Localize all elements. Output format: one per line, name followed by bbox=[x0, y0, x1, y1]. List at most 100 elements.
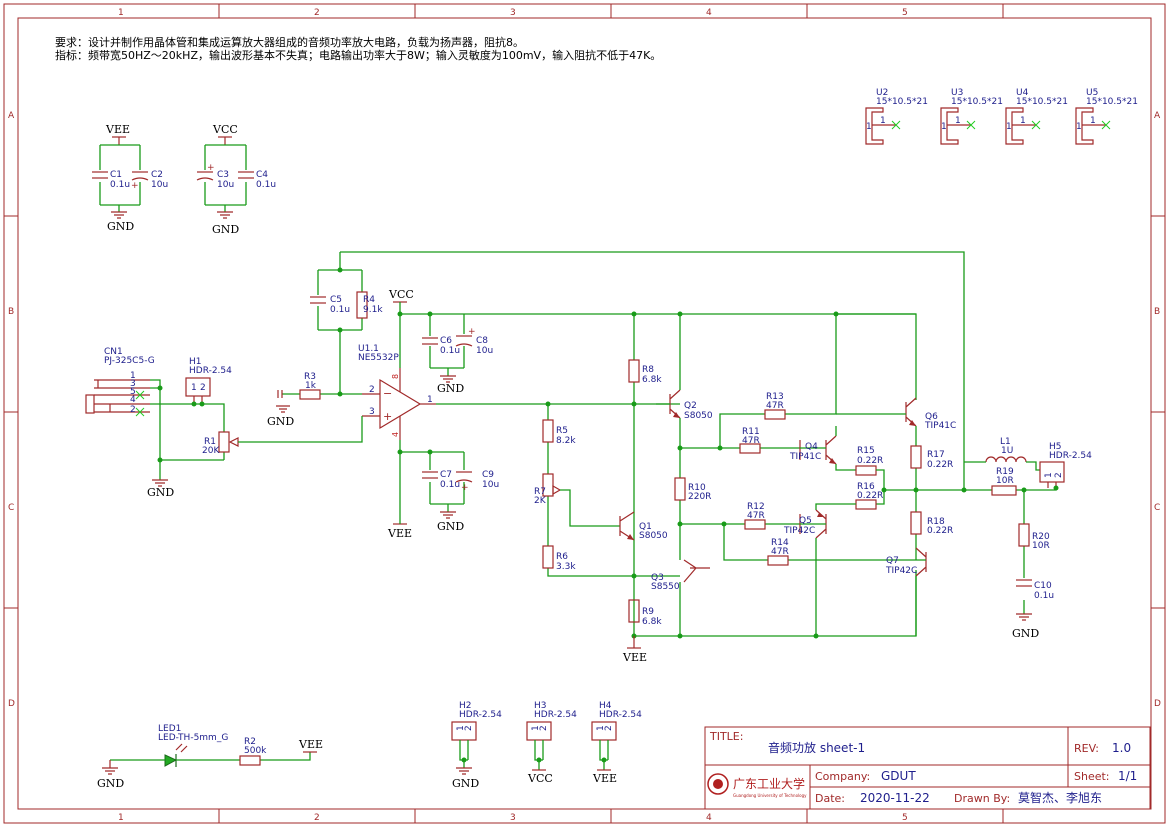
vee-net-label: VEE bbox=[105, 123, 130, 136]
svg-text:+: + bbox=[468, 327, 476, 337]
c1-value: 0.1u bbox=[110, 180, 130, 190]
svg-text:1: 1 bbox=[1006, 122, 1012, 132]
r17-ref: R17 bbox=[927, 450, 945, 460]
r5-ref: R5 bbox=[556, 426, 568, 436]
heatsink-u3: U3 15*10.5*21 11 bbox=[941, 88, 1003, 144]
r15-value: 0.22R bbox=[857, 456, 883, 466]
r13-value: 47R bbox=[766, 401, 784, 411]
r15-ref: R15 bbox=[857, 446, 875, 456]
title-block: TITLE: 音频功放 sheet-1 REV: 1.0 Company: GD… bbox=[705, 727, 1150, 809]
c8-value: 10u bbox=[476, 346, 493, 356]
r10-value: 220R bbox=[688, 492, 711, 502]
heatsink-u2: U2 15*10.5*21 11 bbox=[866, 88, 928, 144]
c7-ref: C7 bbox=[440, 470, 452, 480]
university-logo: 广东工业大学 Guangdong University of Technolog… bbox=[708, 774, 807, 798]
zone-row-d-right: D bbox=[1154, 699, 1161, 709]
heatsink-group: U2 15*10.5*21 11 U3 15*10.5*21 11 U4 15*… bbox=[866, 88, 1138, 144]
c4-ref: C4 bbox=[256, 170, 268, 180]
requirement-text: 要求：设计并制作用晶体管和集成运算放大器组成的音频功率放大电路，负载为扬声器，阻… bbox=[55, 35, 524, 49]
u1-plus-symbol: + bbox=[383, 410, 392, 423]
zone-col-2: 2 bbox=[314, 8, 320, 18]
h2-value: HDR-2.54 bbox=[459, 710, 502, 720]
gnd-net-label-5: GND bbox=[147, 486, 174, 499]
c2-value: 10u bbox=[151, 180, 168, 190]
led1-value: LED-TH-5mm_G bbox=[158, 733, 228, 743]
sheet-label: Sheet: bbox=[1074, 770, 1110, 783]
vcc-net-label-u1: VCC bbox=[388, 288, 414, 301]
zone-row-c-right: C bbox=[1154, 503, 1160, 513]
r16-value: 0.22R bbox=[857, 491, 883, 501]
gnd-net-label-2: GND bbox=[212, 223, 239, 236]
r5-value: 8.2k bbox=[556, 436, 576, 446]
output-stage: R11 47R R13 47R Q4 TIP41C Q6 TIP41C R17 … bbox=[678, 312, 967, 637]
zone-col-5-bottom: 5 bbox=[902, 813, 908, 823]
u2-value: 15*10.5*21 bbox=[876, 97, 928, 107]
svg-text:1: 1 bbox=[941, 122, 947, 132]
zone-row-d: D bbox=[8, 699, 15, 709]
zone-row-c: C bbox=[8, 503, 14, 513]
zone-col-3: 3 bbox=[510, 8, 516, 18]
h3-value: HDR-2.54 bbox=[534, 710, 577, 720]
h1-pin-2: 2 bbox=[200, 383, 206, 393]
cn1-pin-4: 4 bbox=[130, 395, 136, 405]
r20-value: 10R bbox=[1032, 541, 1050, 551]
u3-value: 15*10.5*21 bbox=[951, 97, 1003, 107]
h4-value: HDR-2.54 bbox=[599, 710, 642, 720]
zone-col-3-bottom: 3 bbox=[510, 813, 516, 823]
q6-value: TIP41C bbox=[924, 421, 956, 431]
opamp-u1: U1.1 NE5532P − + 2 3 1 8 4 VCC VEE bbox=[340, 288, 680, 540]
header-h3: H3 HDR-2.54 1 2 VCC bbox=[527, 701, 577, 785]
zone-row-b-right: B bbox=[1154, 307, 1160, 317]
zone-col-1: 1 bbox=[118, 8, 124, 18]
vee-net-label-driver: VEE bbox=[622, 651, 647, 664]
vee-decoupling-group: VEE C1 0.1u C2 10u + GND bbox=[92, 123, 168, 233]
svg-text:1: 1 bbox=[1020, 116, 1026, 126]
c2-ref: C2 bbox=[151, 170, 163, 180]
c10-ref: C10 bbox=[1034, 581, 1052, 591]
h2-pin-2: 2 bbox=[464, 725, 474, 731]
c6-value: 0.1u bbox=[440, 346, 460, 356]
vee-net-label-h4: VEE bbox=[592, 772, 617, 785]
zone-col-4-bottom: 4 bbox=[706, 813, 712, 823]
c9-ref: C9 bbox=[482, 470, 494, 480]
cn1-value: PJ-325C5-G bbox=[104, 356, 155, 366]
r2-value: 500k bbox=[244, 746, 267, 756]
zone-col-1-bottom: 1 bbox=[118, 813, 124, 823]
header-h4: H4 HDR-2.54 1 2 VEE bbox=[592, 701, 642, 785]
r1-value: 20K bbox=[202, 446, 220, 456]
c7-value: 0.1u bbox=[440, 480, 460, 490]
r3-value: 1k bbox=[305, 381, 317, 391]
u5-value: 15*10.5*21 bbox=[1086, 97, 1138, 107]
r12-value: 47R bbox=[747, 511, 765, 521]
r6-ref: R6 bbox=[556, 552, 568, 562]
svg-text:1: 1 bbox=[1076, 122, 1082, 132]
vee-net-label-u1: VEE bbox=[387, 527, 412, 540]
gnd-net-label-3: GND bbox=[437, 382, 464, 395]
r8-value: 6.8k bbox=[642, 375, 662, 385]
zone-col-2-bottom: 2 bbox=[314, 813, 320, 823]
l1-value: 1U bbox=[1001, 446, 1013, 456]
drawn-by-label: Drawn By: bbox=[954, 792, 1010, 805]
q1-value: S8050 bbox=[639, 531, 668, 541]
zone-row-b: B bbox=[8, 307, 14, 317]
r17-value: 0.22R bbox=[927, 460, 953, 470]
q7-ref: Q7 bbox=[886, 556, 899, 566]
h1-pin-1: 1 bbox=[191, 383, 197, 393]
u1-pin-8: 8 bbox=[391, 374, 400, 379]
gnd-net-label-1: GND bbox=[107, 220, 134, 233]
u1-value: NE5532P bbox=[358, 353, 399, 363]
h3-pin-2: 2 bbox=[539, 725, 549, 731]
u1-minus-symbol: − bbox=[383, 387, 392, 400]
c6-ref: C6 bbox=[440, 336, 452, 346]
q5-ref: Q5 bbox=[799, 516, 812, 526]
zone-col-4: 4 bbox=[706, 8, 712, 18]
r4-value: 9.1k bbox=[363, 305, 383, 315]
r19-value: 10R bbox=[996, 476, 1014, 486]
rev-label: REV: bbox=[1074, 742, 1099, 755]
sheet-frame bbox=[4, 4, 1165, 823]
c1-ref: C1 bbox=[110, 170, 122, 180]
gnd-net-label-4: GND bbox=[437, 520, 464, 533]
vcc-net-label-h3: VCC bbox=[527, 772, 553, 785]
